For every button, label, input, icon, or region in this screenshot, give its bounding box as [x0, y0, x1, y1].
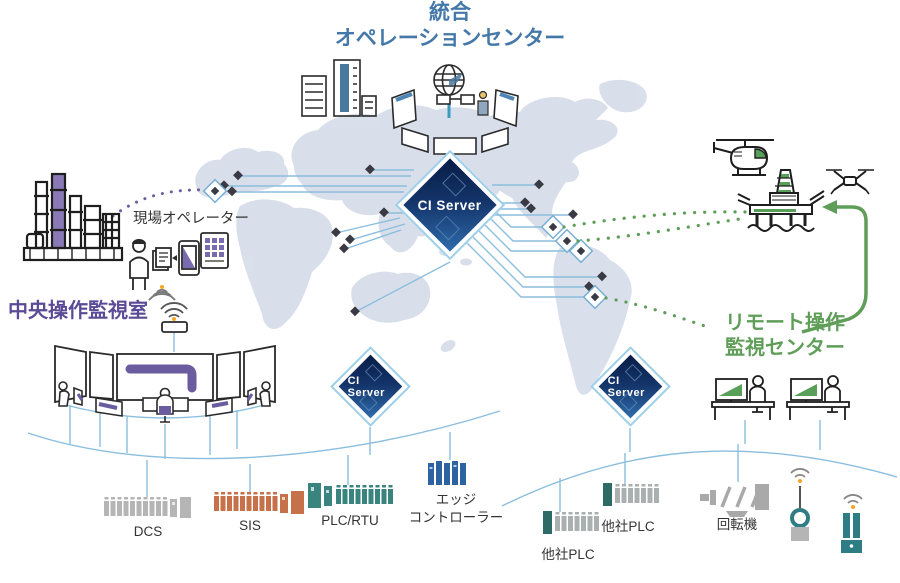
rotating-machine-icon	[700, 484, 769, 517]
ci-server-top-label: CI Server	[418, 197, 482, 213]
building-icon	[301, 59, 377, 117]
remote-desk-icon	[786, 375, 850, 420]
edge-controller-label-line1: エッジ	[435, 492, 477, 507]
remote-center-label-line1: リモート操作	[725, 312, 845, 334]
other-plc-left-label: 他社PLC	[541, 547, 595, 562]
highlighted-site-nodes	[202, 178, 608, 310]
oil-rig-icon	[737, 169, 825, 232]
edge-controller-label: エッジ コントローラー	[406, 491, 506, 526]
rotating-machine-label: 回転機	[716, 517, 758, 532]
drone-icon	[826, 169, 874, 195]
plc-rtu-rack-icon	[308, 483, 393, 508]
seated-operator-icon	[246, 381, 271, 407]
field-operator-label: 現場オペレーター	[133, 211, 249, 227]
central-control-room-label: 中央操作監視室	[8, 300, 148, 322]
smartphone-icon	[178, 240, 200, 276]
plc-rtu-label: PLC/RTU	[321, 513, 379, 528]
right-field-network	[501, 420, 898, 512]
sis-rack-icon	[214, 491, 304, 514]
sis-label: SIS	[239, 518, 261, 533]
other-plc-rack-icon	[603, 483, 659, 506]
other-plc-rack-icon	[543, 511, 599, 534]
diagram-title-line2: オペレーションセンター	[334, 27, 566, 51]
control-room-icon	[54, 344, 276, 423]
ci-server-middle-label: CI Server	[348, 374, 386, 399]
diagram-title-line1: 統合	[429, 1, 471, 24]
wireless-transmitter-icon	[841, 494, 863, 553]
plant-icon	[22, 172, 124, 262]
remote-control-arrow	[801, 200, 868, 334]
documents-icon	[152, 247, 172, 271]
ci-server-right-label: CI Server	[608, 374, 646, 399]
remote-center-label-line2: 監視センター	[725, 337, 845, 359]
field-operator-dotted-link	[111, 188, 206, 218]
tablet-icon	[200, 232, 229, 269]
remote-dotted-links	[562, 210, 748, 329]
other-plc-right-label: 他社PLC	[601, 519, 655, 534]
remote-desk-icon	[711, 375, 775, 420]
seated-operator-icon	[58, 381, 84, 407]
operator-person-icon	[129, 239, 149, 290]
edge-controller-label-line2: コントローラー	[408, 509, 504, 525]
remote-center-label: リモート操作 監視センター	[705, 311, 865, 361]
operations-center-icon	[391, 64, 519, 155]
desk-monitor-icon	[95, 397, 233, 417]
diagram-title: 統合 オペレーションセンター	[0, 0, 900, 53]
center-operator-icon	[142, 387, 189, 423]
router-icon	[160, 302, 188, 333]
helicopter-icon	[713, 139, 774, 176]
ci-network-lines	[228, 169, 597, 311]
wireless-transmitter-icon	[790, 468, 810, 541]
wifi-icon	[148, 285, 176, 301]
dcs-label: DCS	[133, 524, 163, 539]
edge-controller-icon	[428, 461, 466, 485]
left-field-network	[27, 332, 501, 497]
site-node-markers	[219, 164, 607, 317]
field-operator-group	[129, 232, 229, 301]
operator-figure-icon	[477, 90, 489, 116]
dcs-rack-icon	[104, 497, 191, 518]
